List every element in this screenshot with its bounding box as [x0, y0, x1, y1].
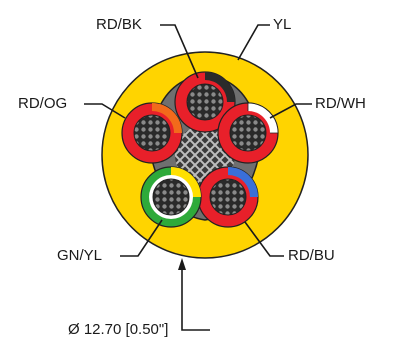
label-diameter: Ø 12.70 [0.50"] [68, 321, 169, 338]
conductor-rd-bk [174, 71, 236, 133]
leader-rd-bu [244, 221, 284, 257]
conductor-rd-bu [197, 166, 259, 228]
leader-rd-og [84, 103, 126, 119]
leader-rd-bk [160, 24, 199, 79]
conductor-rd-og [121, 102, 183, 164]
label-rd-bu: RD/BU [288, 247, 335, 264]
label-rd-wh: RD/WH [315, 95, 366, 112]
leader-rd-wh [269, 103, 312, 119]
conductor-gn-yl [140, 166, 202, 228]
label-gn-yl: GN/YL [57, 247, 103, 264]
label-rd-og: RD/OG [18, 95, 68, 112]
leader-diameter [181, 265, 210, 331]
leader-yl [237, 24, 270, 61]
conductor-rd-wh [217, 102, 279, 164]
label-yl: YL [273, 16, 292, 33]
diameter-arrowhead [178, 258, 186, 270]
leader-lines [84, 24, 312, 331]
leader-gn-yl [120, 219, 163, 257]
label-rd-bk: RD/BK [96, 16, 142, 33]
